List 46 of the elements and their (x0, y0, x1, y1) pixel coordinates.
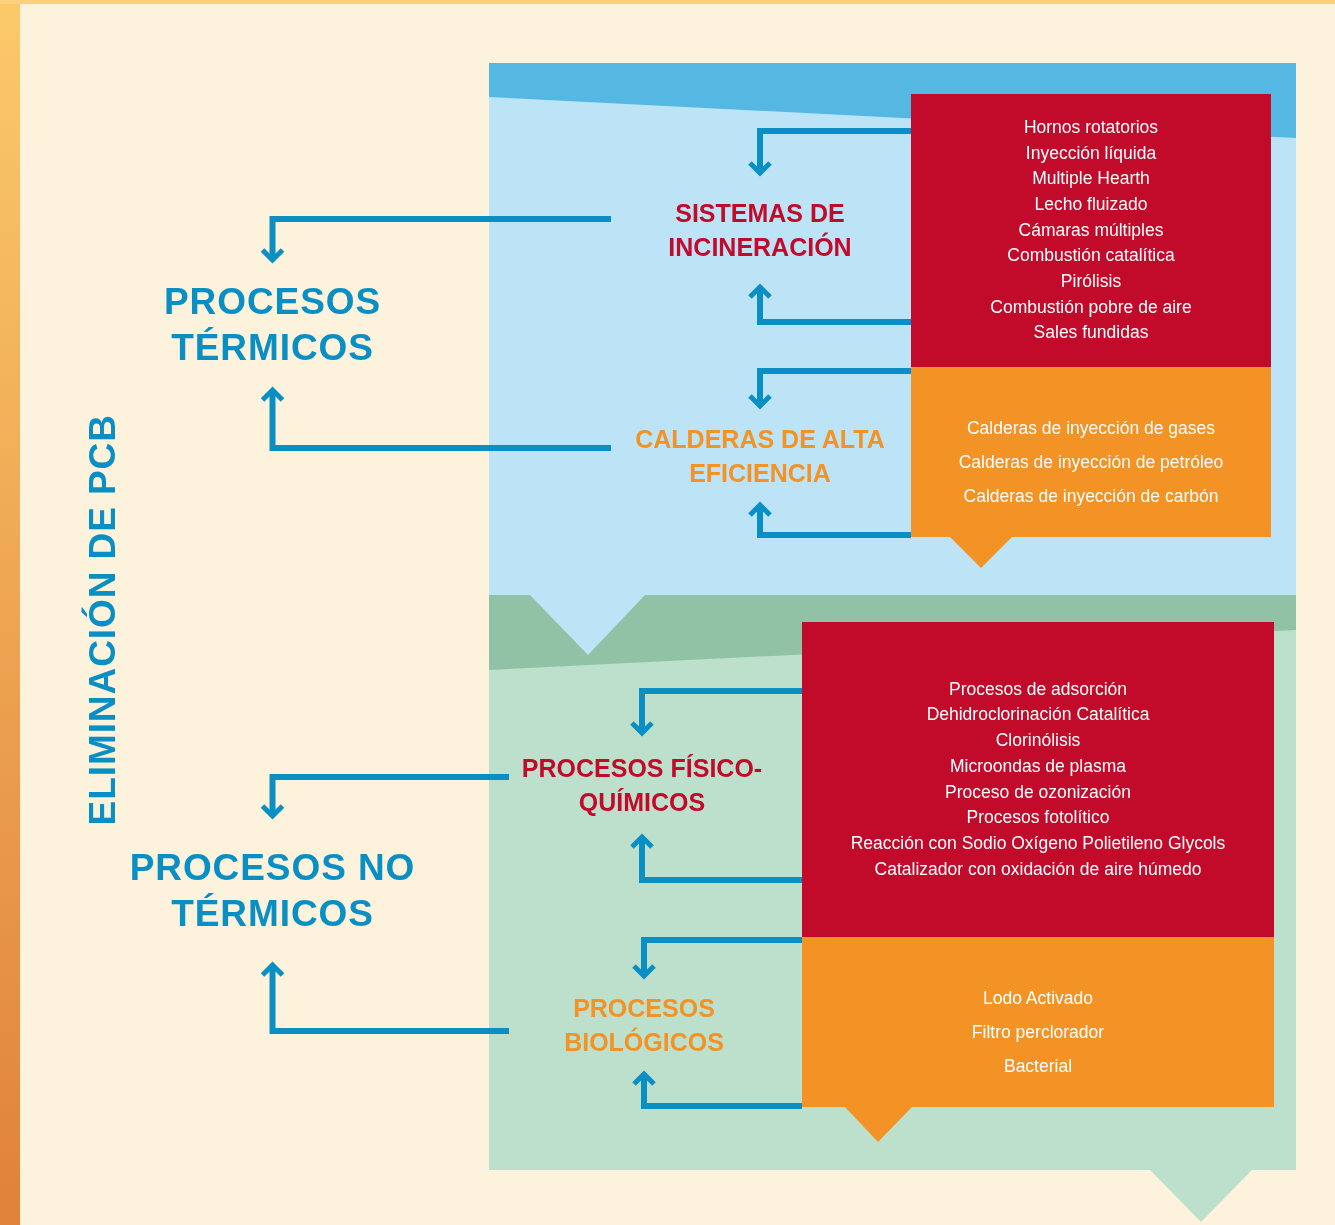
method-list-box (911, 94, 1271, 367)
arrow (747, 284, 911, 325)
arrow (260, 216, 611, 263)
list-item: Calderas de inyección de carbón (963, 485, 1219, 508)
heading-text: PROCESOS NO TÉRMICOS (128, 845, 417, 936)
list-item: Reacción con Sodio Oxígeno Polietileno Glycols (850, 831, 1226, 855)
list-item: Hornos rotatorios (1023, 115, 1159, 139)
list-item: Combustión pobre de aire (990, 295, 1192, 319)
list-item: Sales fundidas (1033, 321, 1149, 345)
list-item: Lecho fluizado (1034, 192, 1148, 216)
list-item: Procesos de adsorción (949, 677, 1127, 701)
list-item: Catalizador con oxidación de aire húmedo (874, 857, 1202, 881)
arrow (631, 1071, 802, 1109)
arrow (260, 962, 509, 1034)
list-item: Procesos fotolítico (966, 806, 1110, 830)
method-list-box (802, 937, 1274, 1107)
list-item: Inyección líquida (1025, 141, 1157, 165)
arrow (747, 368, 911, 409)
heading-text: PROCESOS BIOLÓGICOS (563, 993, 725, 1058)
heading-text: SISTEMAS DE INCINERACIÓN (667, 198, 853, 263)
list-item: Clorinólisis (995, 729, 1081, 753)
list-item: Calderas de inyección de petróleo (958, 451, 1224, 474)
arrow (260, 387, 611, 451)
list-item: Dehidroclorinación Catalítica (926, 703, 1150, 727)
heading-text: PROCESOS TÉRMICOS (162, 280, 383, 370)
arrow (631, 937, 802, 979)
arrow (629, 834, 802, 883)
list-item: Cámaras múltiples (1018, 218, 1164, 242)
arrow (747, 502, 911, 538)
arrow (747, 128, 911, 176)
heading-text: CALDERAS DE ALTA EFICIENCIA (634, 423, 886, 489)
arrow (260, 774, 509, 819)
title: ELIMINACIÓN DE PCB (80, 414, 125, 826)
list-item: Filtro perclorador (971, 1021, 1105, 1044)
method-list-box (802, 622, 1274, 937)
list-item: Microondas de plasma (949, 754, 1127, 778)
list-item: Calderas de inyección de gases (966, 417, 1216, 440)
list-item: Proceso de ozonización (945, 780, 1131, 804)
list-item: Bacterial (1003, 1055, 1073, 1078)
list-item: Combustión catalítica (1007, 244, 1175, 268)
heading-text: PROCESOS FÍSICO- QUÍMICOS (520, 753, 764, 818)
list-item: Lodo Activado (983, 987, 1093, 1010)
list-item: Pirólisis (1060, 270, 1122, 294)
list-item: Multiple Hearth (1032, 167, 1150, 191)
method-list-box (911, 367, 1271, 537)
arrow (629, 688, 802, 736)
